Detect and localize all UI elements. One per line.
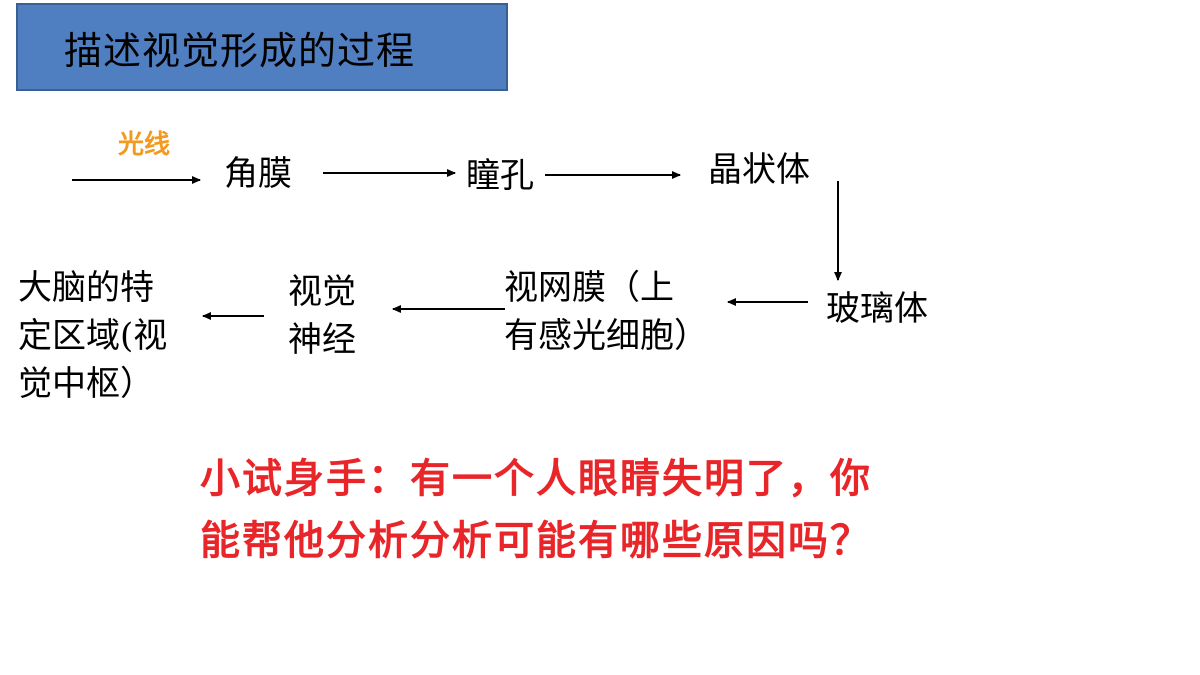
slide-title: 描述视觉形成的过程 [64, 28, 416, 73]
quiz-line1: 小试身手：有一个人眼睛失明了，你 [200, 456, 872, 502]
node-optic-nerve-line1: 视觉 [288, 272, 356, 312]
quiz-question: 小试身手：有一个人眼睛失明了，你 能帮他分析分析可能有哪些原因吗？ [200, 448, 872, 572]
node-brain: 大脑的特 定区域(视 觉中枢） [18, 264, 167, 408]
node-retina-line2: 有感光细胞） [504, 316, 708, 356]
light-label: 光线 [118, 130, 171, 160]
title-box: 描述视觉形成的过程 [16, 3, 508, 91]
node-retina: 视网膜（上 有感光细胞） [504, 264, 708, 360]
node-lens: 晶状体 [708, 150, 810, 190]
node-brain-line3: 觉中枢） [18, 364, 154, 404]
node-optic-nerve-line2: 神经 [288, 320, 356, 360]
node-retina-line1: 视网膜（上 [504, 268, 674, 308]
quiz-line2: 能帮他分析分析可能有哪些原因吗？ [200, 518, 872, 564]
node-brain-line1: 大脑的特 [18, 268, 154, 308]
node-brain-line2: 定区域(视 [18, 316, 168, 356]
node-pupil: 瞳孔 [466, 156, 534, 196]
node-cornea: 角膜 [224, 154, 292, 194]
node-optic-nerve: 视觉 神经 [288, 268, 356, 364]
node-vitreous: 玻璃体 [826, 289, 928, 329]
